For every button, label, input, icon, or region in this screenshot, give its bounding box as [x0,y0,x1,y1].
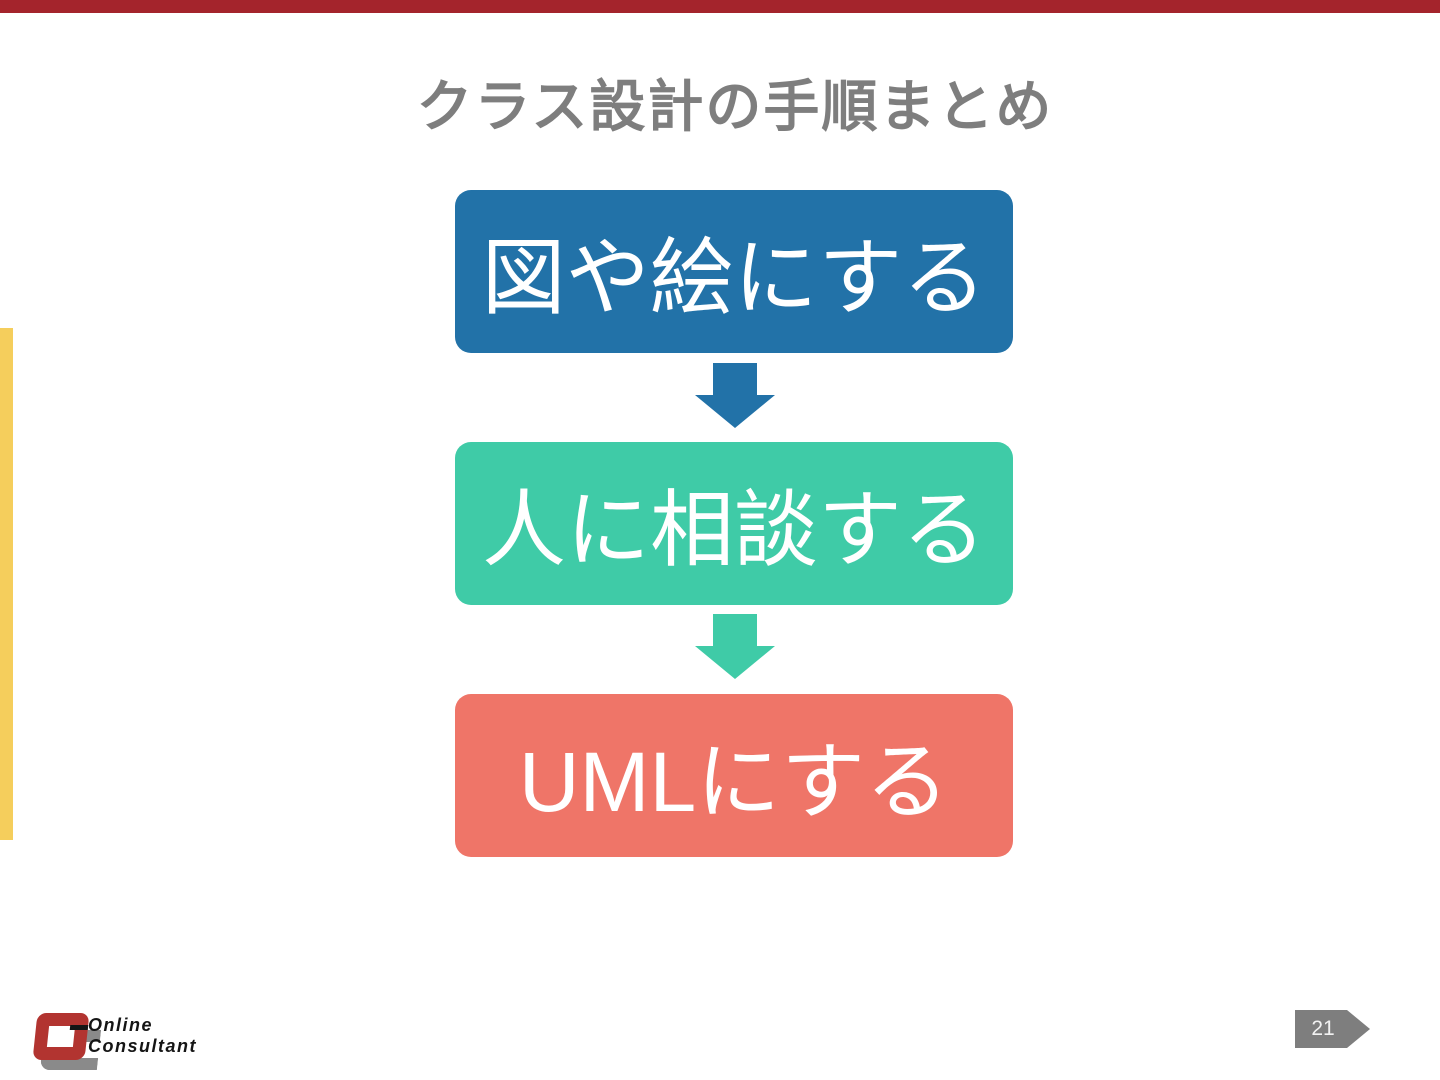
logo-text-line2: Consultant [88,1036,197,1056]
company-logo: Online Consultant [30,1008,270,1078]
page-number: 21 [1311,1017,1335,1040]
flow-step-2-label: 人に相談する [481,483,986,577]
page-badge-arrow-icon [1295,1010,1370,1048]
flow-step-2: 人に相談する [455,442,1013,605]
logo-text-line1: Online [88,1015,154,1035]
flow-step-3-label: UMLにする [518,735,950,829]
logo-dash [69,1025,89,1030]
page-number-badge: 21 [1295,1010,1370,1048]
slide-title: クラス設計の手順まとめ [416,75,1054,138]
down-arrow-icon-2 [695,614,775,679]
left-accent-bar [0,328,13,840]
down-arrow-icon-1 [695,363,775,428]
top-accent-bar [0,0,1440,13]
logo-text: Online Consultant [88,1015,197,1057]
flow-step-1-label: 図や絵にする [481,231,987,325]
logo-o-mark-icon [32,1013,90,1060]
flow-step-1: 図や絵にする [455,190,1013,353]
flow-step-3: UMLにする [455,694,1013,857]
